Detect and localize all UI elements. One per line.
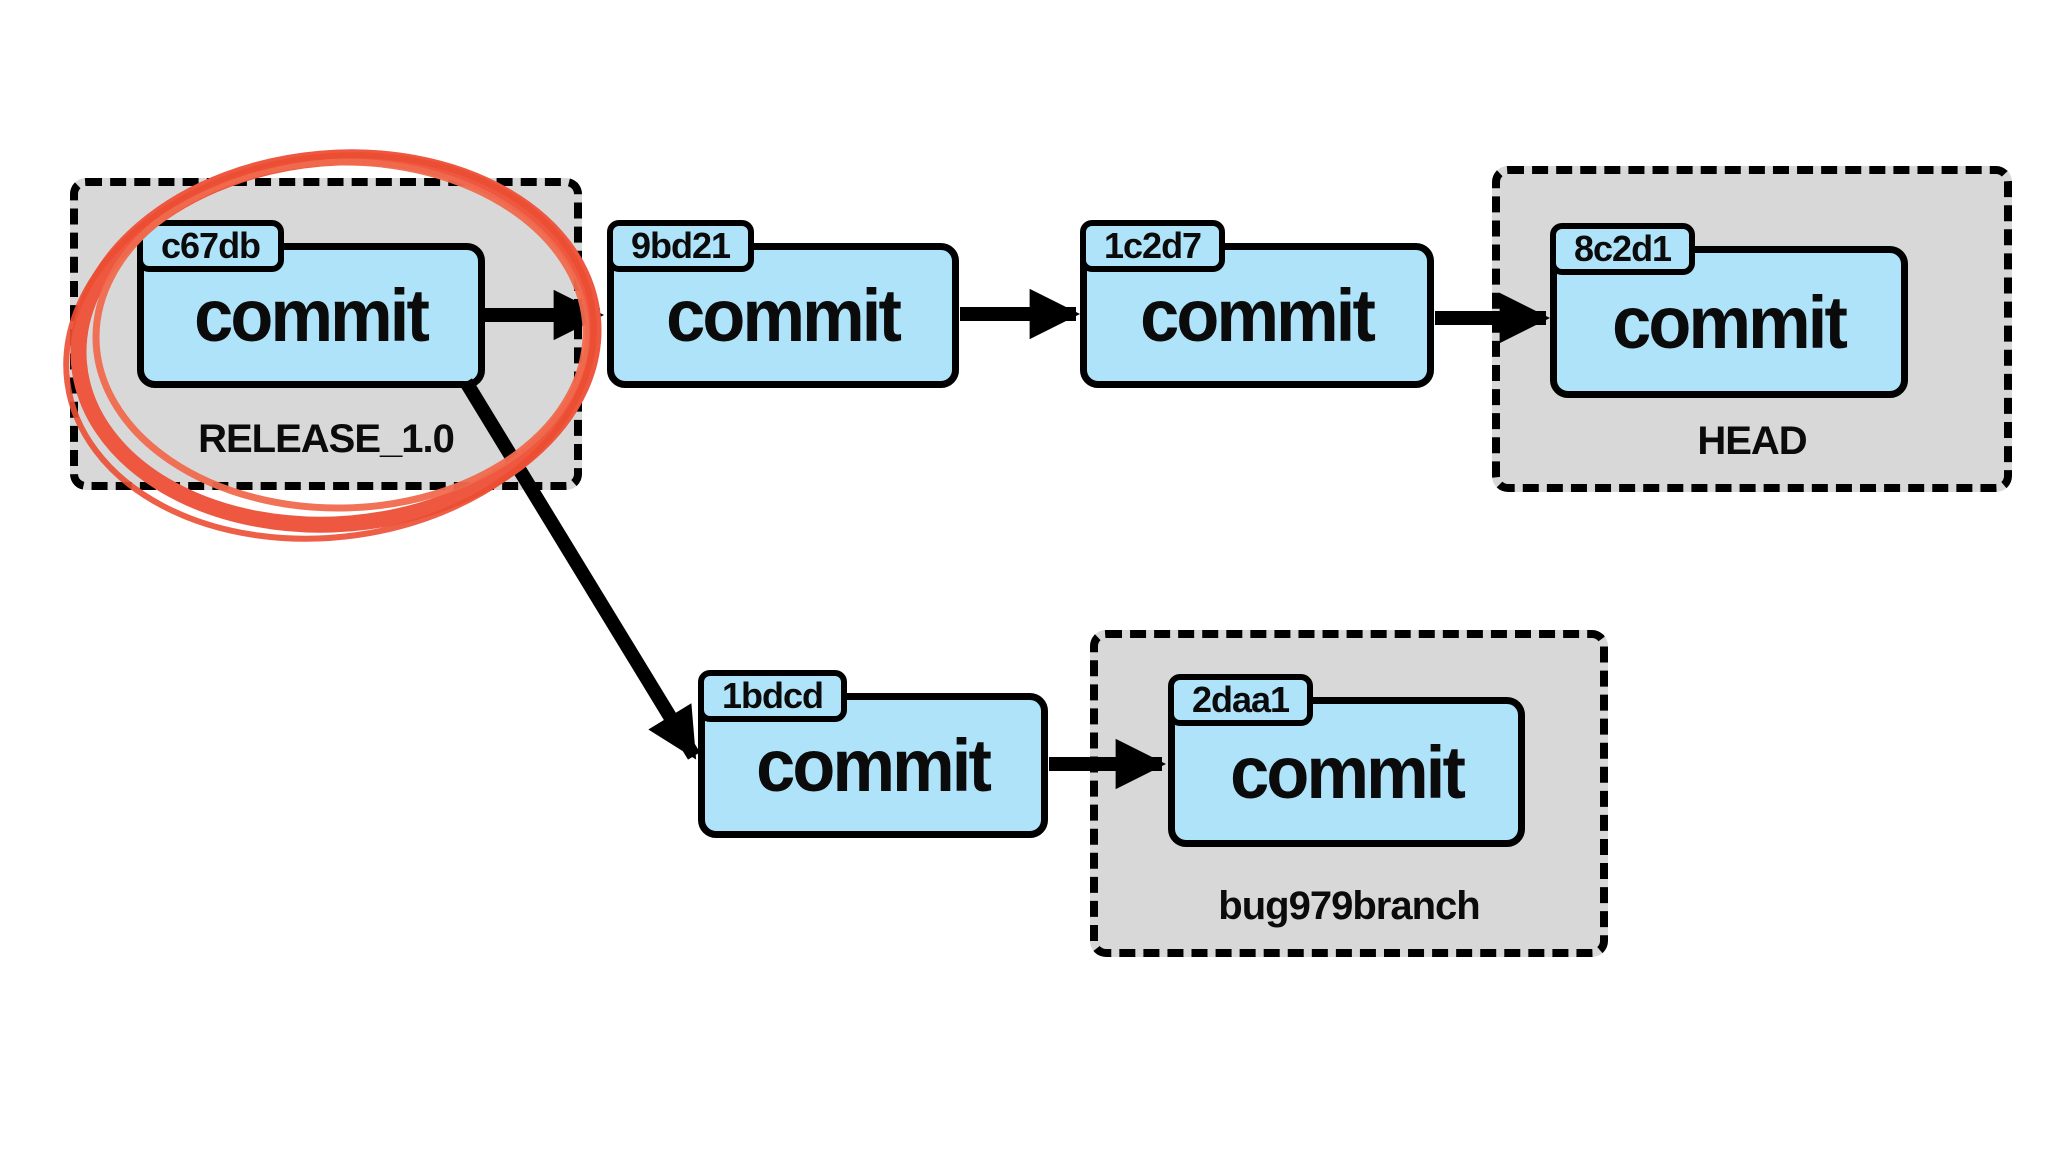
commit-hash-tag: 8c2d1 [1550,223,1696,275]
container-label-head: HEAD [1697,419,1807,463]
commit-hash: c67db [161,225,261,266]
commit-box: commit [698,693,1048,838]
commit-label: commit [666,274,903,357]
commit-label: commit [194,274,431,357]
commit-hash-tag: 9bd21 [607,220,755,272]
commit-hash: 8c2d1 [1574,228,1672,269]
commit-hash: 1bdcd [722,675,824,716]
commit-hash: 9bd21 [631,225,731,266]
container-label-release-1-0: RELEASE_1.0 [198,417,455,461]
commit-node-1c2d7: commit 1c2d7 [1080,220,1434,388]
commit-node-2daa1: commit 2daa1 [1168,674,1525,847]
commit-node-9bd21: commit 9bd21 [607,220,959,388]
container-label-bug979branch: bug979branch [1218,884,1480,928]
commit-node-c67db: commit c67db [137,220,485,388]
commit-node-1bdcd: commit 1bdcd [698,670,1048,838]
commit-hash: 2daa1 [1192,679,1290,720]
commit-label: commit [1230,730,1466,814]
commit-box: commit [1550,246,1908,398]
commit-label: commit [756,724,993,807]
commit-label: commit [1612,280,1849,364]
commit-hash-tag: c67db [137,220,285,272]
commit-box: commit [1168,697,1525,847]
commit-hash-tag: 1bdcd [698,670,848,722]
commit-node-8c2d1: commit 8c2d1 [1550,223,1908,398]
commit-label: commit [1140,274,1377,357]
commit-hash-tag: 1c2d7 [1080,220,1226,272]
commit-hash: 1c2d7 [1104,225,1202,266]
commit-hash-tag: 2daa1 [1168,674,1314,726]
